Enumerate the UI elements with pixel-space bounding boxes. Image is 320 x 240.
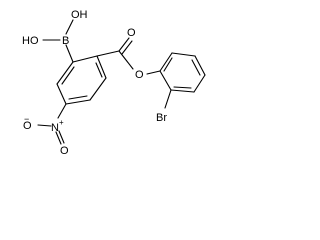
nitro-oxygen-left-label: O <box>23 120 32 132</box>
ring-boron-bond <box>65 44 74 63</box>
hydroxyl-label-left: HO <box>22 35 39 47</box>
ring-bond <box>56 61 74 85</box>
ester-aryl-bond <box>146 70 161 75</box>
ring-bond <box>96 55 107 79</box>
ring-double-bond <box>95 62 103 78</box>
ring-bond <box>159 70 172 91</box>
nitro-nitrogen-charge: + <box>59 118 64 127</box>
carbonyl-double-bond <box>118 37 130 52</box>
nitro-o-double-bond <box>58 130 65 144</box>
carbonyl-ester-bond <box>118 50 134 70</box>
ring-nitro-bond <box>57 103 67 119</box>
ring-double-bond <box>173 86 192 89</box>
boron-oh-bond <box>65 19 74 35</box>
structure-canvas: B OH HO O O N + O − O Br <box>0 0 225 165</box>
ring-double-bond <box>191 59 201 76</box>
boronic-acid-group: B OH HO <box>22 9 88 63</box>
ring-double-bond <box>68 95 88 100</box>
nitro-group: N + O − O <box>23 103 69 157</box>
ring-double-bond <box>163 57 173 72</box>
carbonyl-double-bond <box>121 40 133 55</box>
bromophenyl-ring: Br <box>156 52 206 124</box>
ring-carbonyl-bond <box>96 50 120 57</box>
carbon-bromine-bond <box>164 89 172 109</box>
nitro-o-double-bond <box>55 131 62 145</box>
hydroxyl-label-top: OH <box>71 9 88 21</box>
bromine-label: Br <box>156 112 167 124</box>
chemical-structure-diagram: B OH HO O O N + O − O Br <box>22 9 206 157</box>
boron-label: B <box>62 35 69 47</box>
ring-bond <box>194 55 206 76</box>
ester-group: O O <box>96 27 161 81</box>
ring-bond <box>171 52 196 57</box>
ring-double-bond <box>61 66 75 85</box>
nitro-oxygen-bottom-label: O <box>60 145 69 157</box>
ring-bond <box>72 55 98 63</box>
ring-bond <box>159 52 173 72</box>
ring-bond <box>170 89 195 93</box>
ring-bond <box>56 83 67 105</box>
ring-bond <box>89 77 107 101</box>
carbonyl-oxygen-label: O <box>127 27 136 39</box>
central-benzene-ring <box>56 55 107 105</box>
nitro-oxygen-charge: − <box>24 114 29 124</box>
nitro-o-single-bond <box>37 124 52 127</box>
ester-oxygen-label: O <box>135 69 144 81</box>
ring-bond <box>65 99 91 105</box>
nitro-nitrogen-label: N <box>51 122 59 134</box>
ring-bond <box>193 74 206 93</box>
